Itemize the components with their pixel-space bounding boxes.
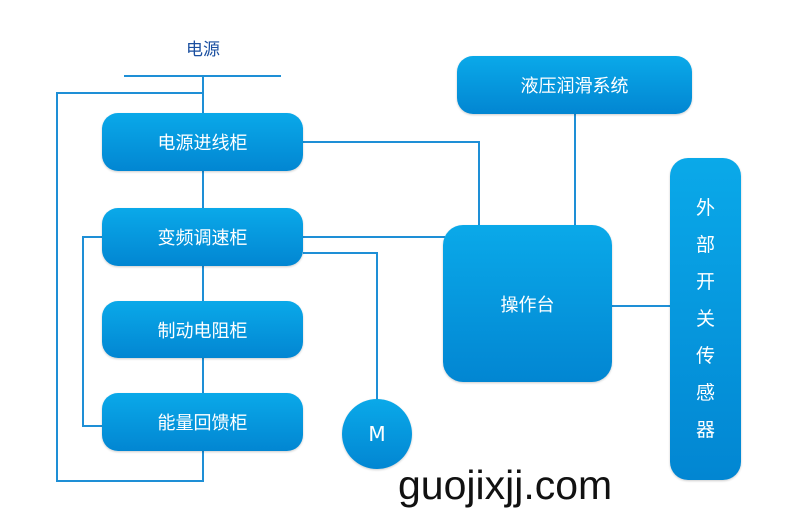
outer-loop-left (56, 92, 58, 482)
power-source-label: 电源 (186, 40, 220, 60)
energy-feedback-cabinet: 能量回馈柜 (102, 393, 303, 451)
sensor-char: 感 (695, 381, 715, 404)
sensor-char: 关 (695, 307, 715, 330)
vfd-cabinet: 变频调速柜 (102, 208, 303, 266)
external-switch-sensors: 外 部 开 关 传 感 器 (670, 158, 741, 480)
sensor-char: 开 (695, 270, 715, 293)
inner-loop-bottom (82, 425, 104, 427)
brake-resistor-cabinet: 制动电阻柜 (102, 301, 303, 358)
sensor-char: 器 (695, 418, 715, 441)
incoming-cabinet: 电源进线柜 (102, 113, 303, 171)
inner-loop-left (82, 236, 84, 427)
sensor-char: 外 (695, 196, 715, 219)
main-trunk-line (202, 75, 204, 481)
inner-loop-top (82, 236, 104, 238)
hydraulic-lubrication-system: 液压润滑系统 (457, 56, 692, 114)
outer-loop-top (56, 92, 204, 94)
console-to-sensors-line (610, 305, 672, 307)
watermark: guojixjj.com (398, 462, 613, 508)
outer-loop-bottom (56, 480, 204, 482)
incoming-to-console-h (303, 141, 480, 143)
vfd-to-console-line (303, 236, 445, 238)
sensor-char: 传 (695, 344, 715, 367)
vfd-to-motor-v (376, 252, 378, 407)
sensor-char: 部 (695, 233, 715, 256)
vfd-to-motor-h (303, 252, 378, 254)
hydraulic-to-console-line (574, 112, 576, 227)
operator-console: 操作台 (443, 225, 612, 382)
motor: M (342, 399, 412, 469)
incoming-to-console-v (478, 141, 480, 227)
